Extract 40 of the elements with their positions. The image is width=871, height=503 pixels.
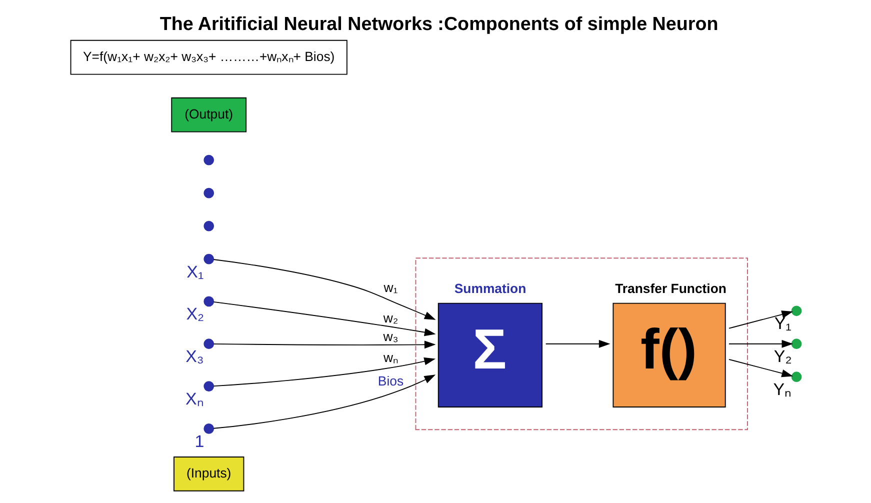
node-circle xyxy=(203,424,214,434)
node-box: (Inputs) xyxy=(173,456,244,492)
cluster xyxy=(414,258,748,430)
arrow xyxy=(212,259,436,320)
arrow xyxy=(212,357,436,387)
edge-label: w₃ xyxy=(382,329,398,344)
node-circle xyxy=(790,338,802,350)
node-label: Transfer Function xyxy=(614,281,726,296)
arrow xyxy=(728,340,793,348)
node-label: Summation xyxy=(454,281,526,296)
diagram-title: The Aritificial Neural Networks :Components of simple Neuron xyxy=(159,13,718,34)
edge-label: wₙ xyxy=(382,350,398,365)
node-circle xyxy=(203,254,214,264)
node-box: Y=f(w₁x₁+ w₂x₂+ w₃x₃+ ………+wₙxₙ+ Bios) xyxy=(70,40,347,75)
arrow xyxy=(728,358,793,378)
node-label: Y₁ xyxy=(774,314,791,334)
edge-label: w₂ xyxy=(382,310,398,326)
arrow xyxy=(212,302,436,336)
arrow xyxy=(212,340,436,349)
node-circle xyxy=(203,188,214,198)
node-circle xyxy=(203,296,214,307)
node-label: Xₙ xyxy=(185,390,204,409)
node-label: Y₂ xyxy=(773,347,792,366)
node-label: X₁ xyxy=(186,262,204,282)
arrow xyxy=(728,310,793,329)
node-box: (Output) xyxy=(170,97,246,132)
node-circle xyxy=(203,381,214,392)
edge-label: Bios xyxy=(377,374,404,389)
node-label: 1 xyxy=(194,432,204,451)
node-circle xyxy=(203,154,214,166)
node-circle xyxy=(203,220,214,232)
node-circle xyxy=(203,338,214,350)
arrow xyxy=(212,374,436,429)
arrow xyxy=(544,340,610,348)
node-label: X₃ xyxy=(185,347,204,366)
edge-label: w₁ xyxy=(383,280,398,296)
node-label: X₂ xyxy=(186,304,204,324)
node-circle xyxy=(790,306,802,316)
node-circle xyxy=(790,372,802,382)
node-label: Yₙ xyxy=(772,380,792,400)
